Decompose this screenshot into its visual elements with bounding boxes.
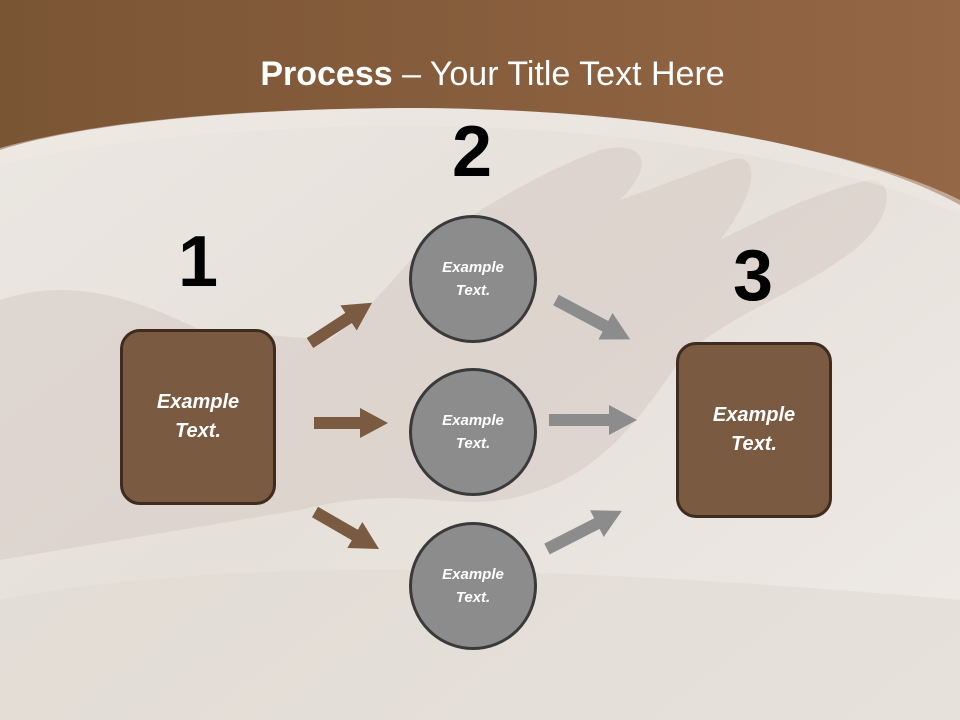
- arrow-up-right-gray: [544, 510, 622, 555]
- circle-top: Example Text.: [409, 215, 537, 343]
- title-bold: Process: [260, 55, 393, 93]
- arrow-down-right-brown: [312, 506, 380, 549]
- arrow-up-right-brown: [306, 302, 373, 349]
- step-number-2: 2: [451, 112, 493, 192]
- circle-bottom-label-line1: Example: [442, 566, 504, 583]
- circle-middle: Example Text.: [409, 368, 537, 496]
- arrow-right-brown: [314, 408, 388, 438]
- step-3-label-line1: Example: [712, 404, 796, 426]
- step-3-label-line2: Text.: [731, 433, 777, 455]
- step-3-box: Example Text.: [676, 342, 832, 518]
- circle-bottom-label-line2: Text.: [455, 589, 491, 606]
- step-1-label-line1: Example: [156, 391, 240, 413]
- circle-top-label-line1: Example: [442, 259, 504, 276]
- step-number-1: 1: [177, 222, 219, 302]
- circle-top-label-line2: Text.: [455, 282, 491, 299]
- slide-title: Process – Your Title Text Here: [0, 52, 960, 96]
- title-rest: – Your Title Text Here: [392, 55, 725, 93]
- step-1-box: Example Text.: [120, 329, 276, 505]
- arrow-right-gray: [549, 405, 637, 435]
- header-band: [0, 0, 960, 205]
- arrow-down-right-gray: [553, 294, 631, 340]
- circle-bottom: Example Text.: [409, 522, 537, 650]
- step-number-3: 3: [732, 236, 774, 316]
- step-1-label-line2: Text.: [175, 420, 221, 442]
- circle-middle-label-line1: Example: [442, 412, 504, 429]
- circle-middle-label-line2: Text.: [455, 435, 491, 452]
